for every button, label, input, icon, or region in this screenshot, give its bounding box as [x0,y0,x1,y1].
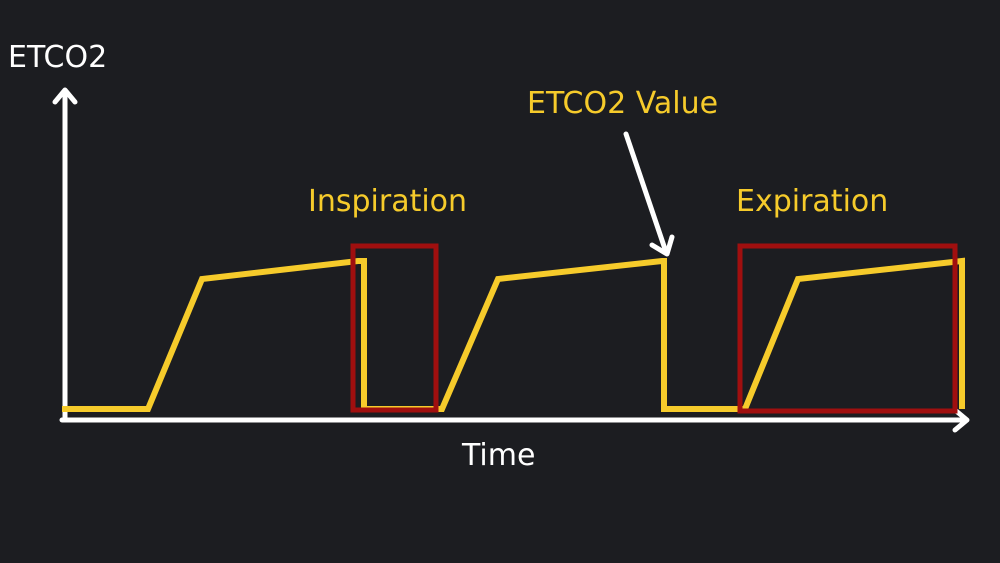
y-axis [52,87,78,423]
inspiration-label: Inspiration [308,184,468,219]
expiration-label: Expiration [736,184,889,219]
x-axis-label: Time [462,438,536,473]
arrow-head-icon [649,234,675,257]
etco2-value-label: ETCO2 Value [527,86,719,121]
x-axis-arrow-icon [952,407,970,433]
x-axis [59,407,970,433]
y-axis-arrow-icon [52,87,78,105]
inspiration-highlight-box [350,243,439,413]
y-axis-label: ETCO2 [8,40,108,75]
expiration-highlight-box [737,243,958,414]
etco2-waveform [62,257,965,412]
etco2-value-pointer-arrow [623,131,675,257]
